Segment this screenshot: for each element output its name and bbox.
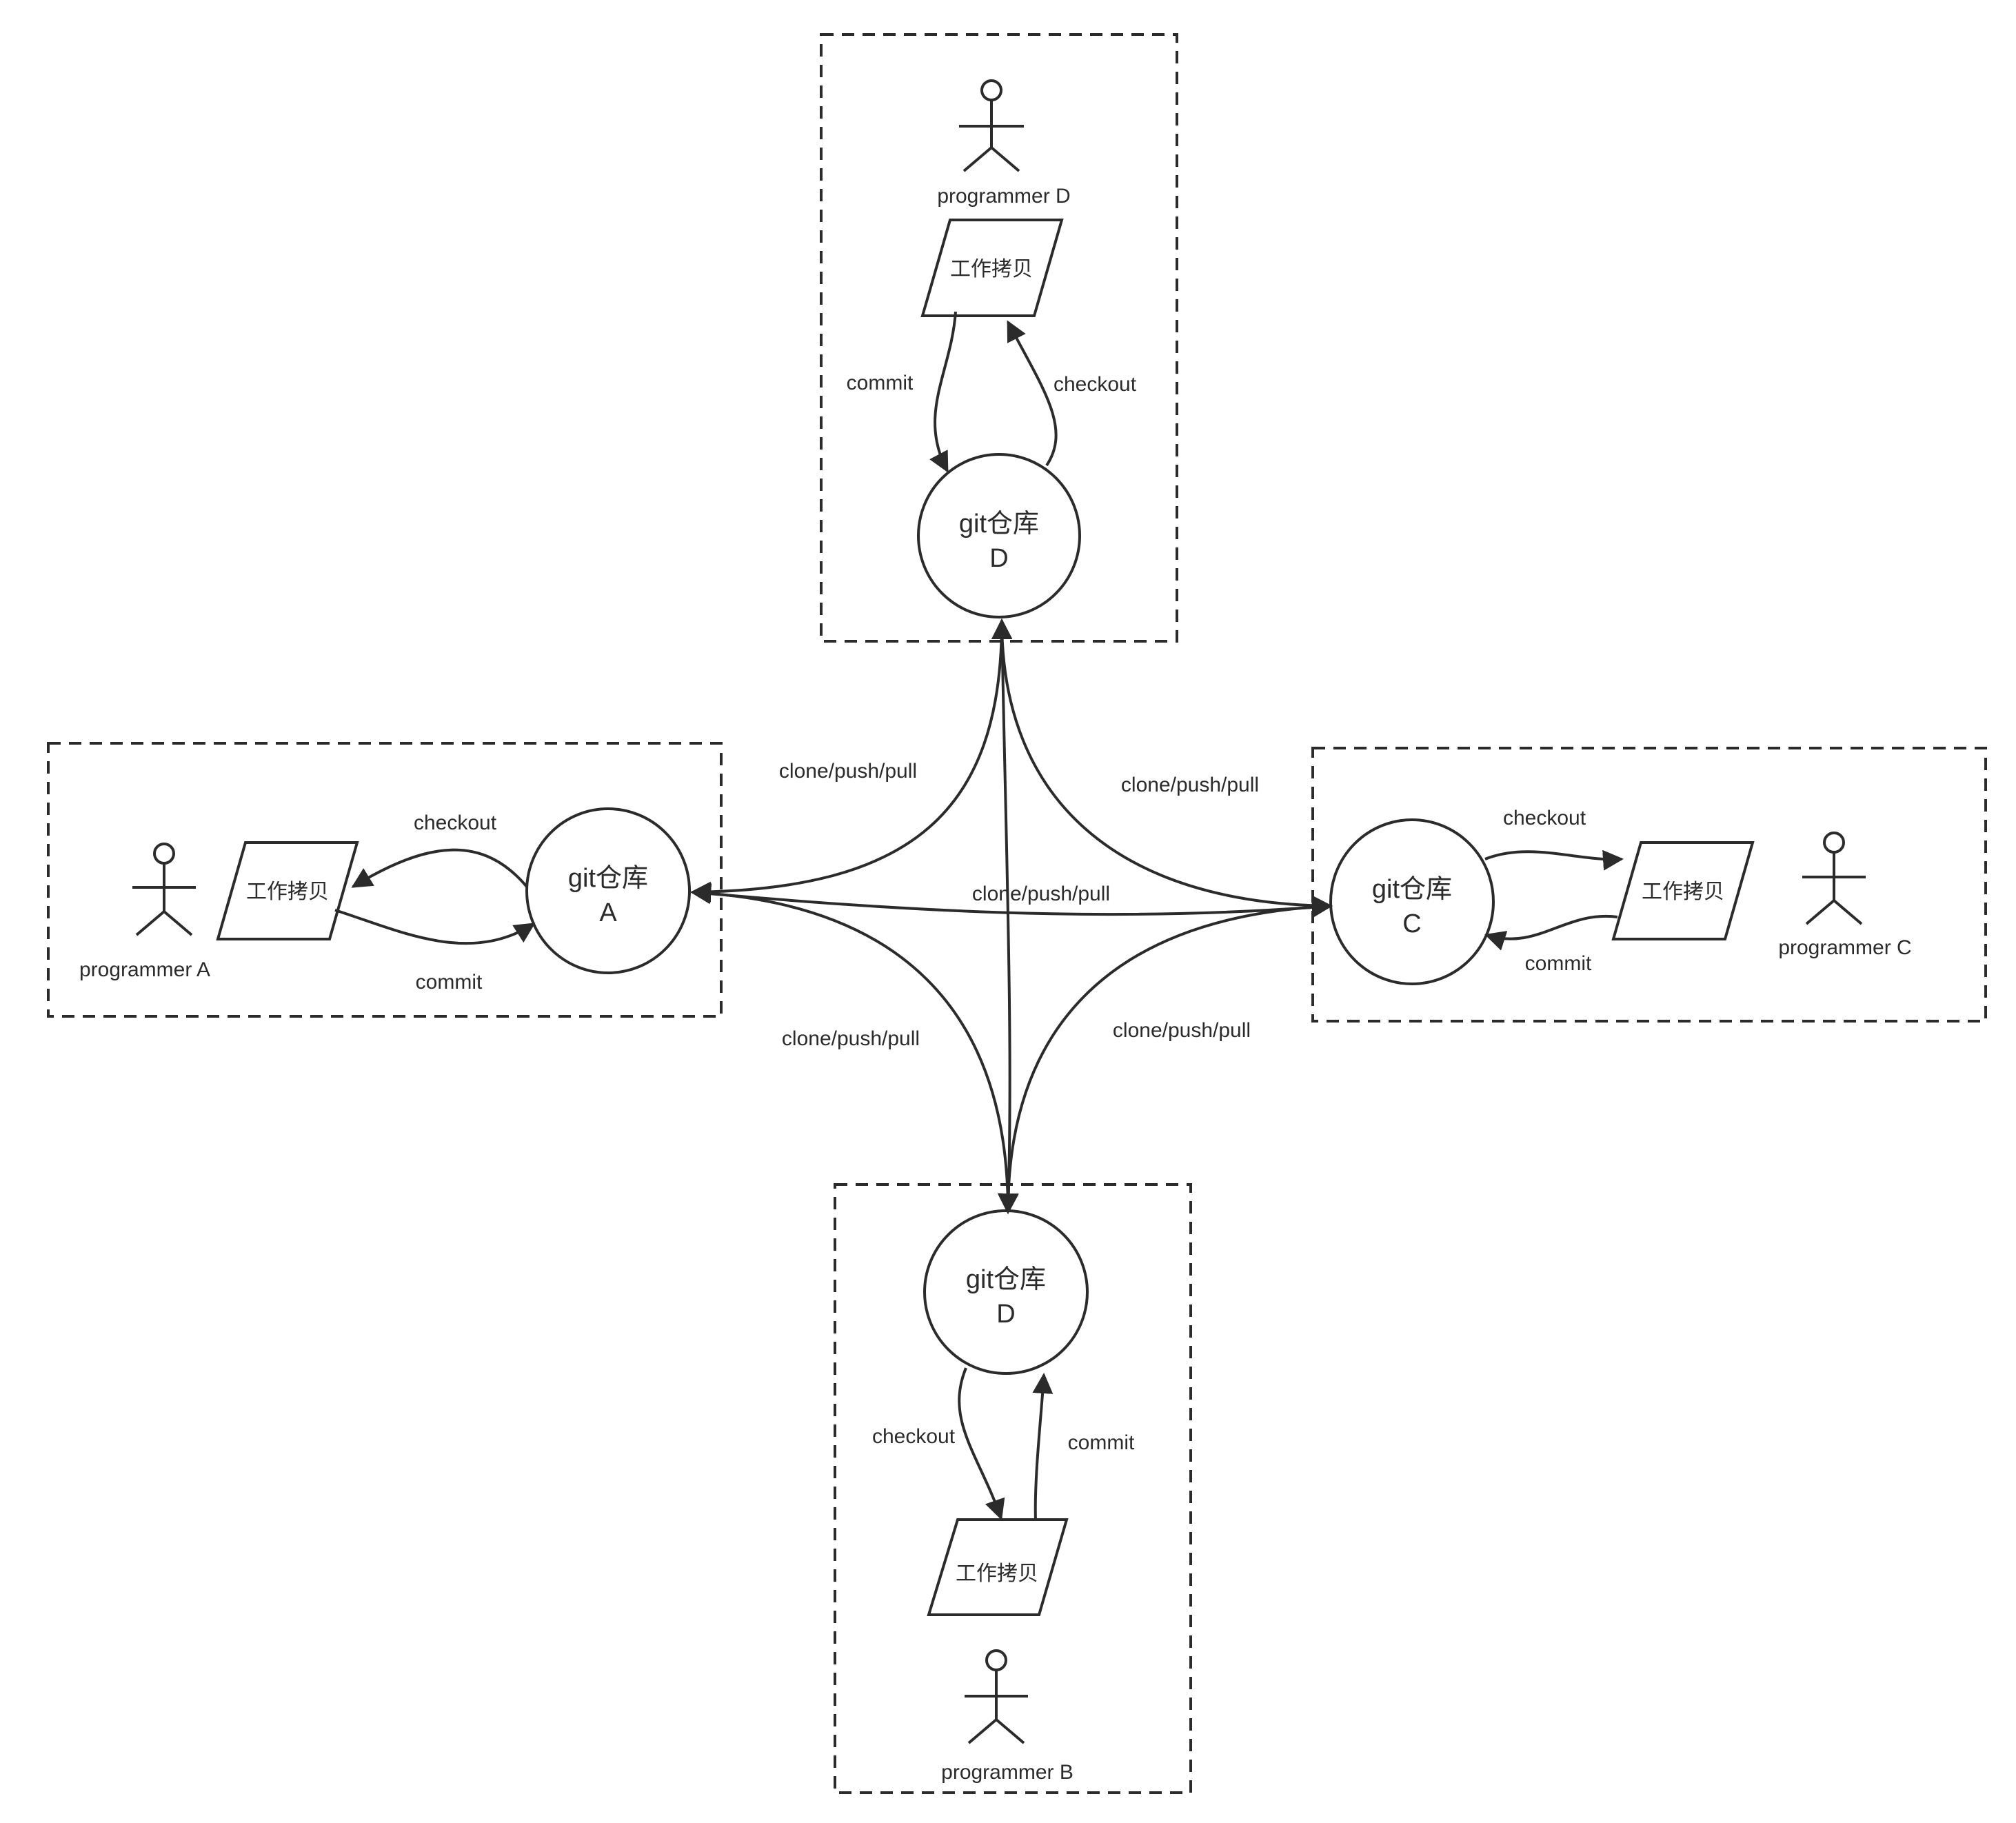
programmer-label-bottom: programmer B xyxy=(941,1761,1073,1784)
git-repo-top xyxy=(917,453,1081,618)
sync-arrow-top-right xyxy=(991,618,1333,916)
sync-label-bottom-right: clone/push/pull xyxy=(1113,1019,1251,1042)
working-copy-right xyxy=(1611,841,1755,940)
repo-id-right: C xyxy=(1402,909,1421,938)
programmer-label-left: programmer A xyxy=(79,958,210,981)
working-copy-label-left: 工作拷贝 xyxy=(246,880,329,903)
actor-icon-left xyxy=(132,843,196,936)
git-repo-left xyxy=(525,807,691,974)
commit-label-left: commit xyxy=(416,971,483,994)
checkout-arrow-right xyxy=(1484,849,1624,871)
programmer-label-top: programmer D xyxy=(937,185,1070,208)
checkout-label-top: checkout xyxy=(1054,373,1137,396)
sync-arrow-left-bottom xyxy=(690,883,1018,1214)
commit-arrow-left xyxy=(334,909,536,945)
repo-id-bottom: D xyxy=(996,1300,1015,1329)
checkout-label-left: checkout xyxy=(414,812,497,834)
sync-label-bottom-left: clone/push/pull xyxy=(782,1027,920,1050)
actor-icon-bottom xyxy=(965,1649,1028,1744)
checkout-label-bottom: checkout xyxy=(872,1425,956,1448)
programmer-label-right: programmer C xyxy=(1778,936,1911,959)
working-copy-label-right: 工作拷贝 xyxy=(1642,880,1724,903)
working-copy-top xyxy=(920,219,1064,317)
sync-label-top-left: clone/push/pull xyxy=(779,760,917,783)
checkout-arrow-top xyxy=(1007,320,1058,467)
repo-id-left: A xyxy=(599,898,617,927)
commit-label-top: commit xyxy=(847,372,914,394)
actor-icon-right xyxy=(1802,832,1866,925)
commit-arrow-top xyxy=(929,311,957,473)
working-copy-left xyxy=(216,841,359,940)
working-copy-bottom xyxy=(927,1518,1069,1616)
sync-arrow-right-bottom xyxy=(998,896,1333,1214)
actor-icon-top xyxy=(959,79,1024,172)
sync-label-left-right: clone/push/pull xyxy=(972,883,1110,905)
repo-name-top: git仓库 xyxy=(959,510,1039,538)
commit-arrow-right xyxy=(1484,914,1618,951)
working-copy-label-top: 工作拷贝 xyxy=(950,258,1033,281)
commit-label-bottom: commit xyxy=(1068,1431,1135,1454)
checkout-arrow-bottom xyxy=(958,1367,1005,1520)
sync-arrow-top-left xyxy=(690,618,1012,903)
repo-id-top: D xyxy=(989,544,1008,573)
checkout-arrow-left xyxy=(351,848,528,888)
repo-name-right: git仓库 xyxy=(1372,875,1452,904)
group-box-right xyxy=(1311,747,1987,1023)
working-copy-label-bottom: 工作拷贝 xyxy=(956,1562,1038,1585)
repo-name-bottom: git仓库 xyxy=(966,1265,1046,1294)
sync-label-top-right: clone/push/pull xyxy=(1121,774,1259,796)
commit-label-right: commit xyxy=(1525,952,1592,975)
repo-name-left: git仓库 xyxy=(568,864,648,893)
sync-arrow-top-bottom xyxy=(991,618,1019,1214)
checkout-label-right: checkout xyxy=(1503,807,1586,829)
commit-arrow-bottom xyxy=(1032,1373,1054,1522)
